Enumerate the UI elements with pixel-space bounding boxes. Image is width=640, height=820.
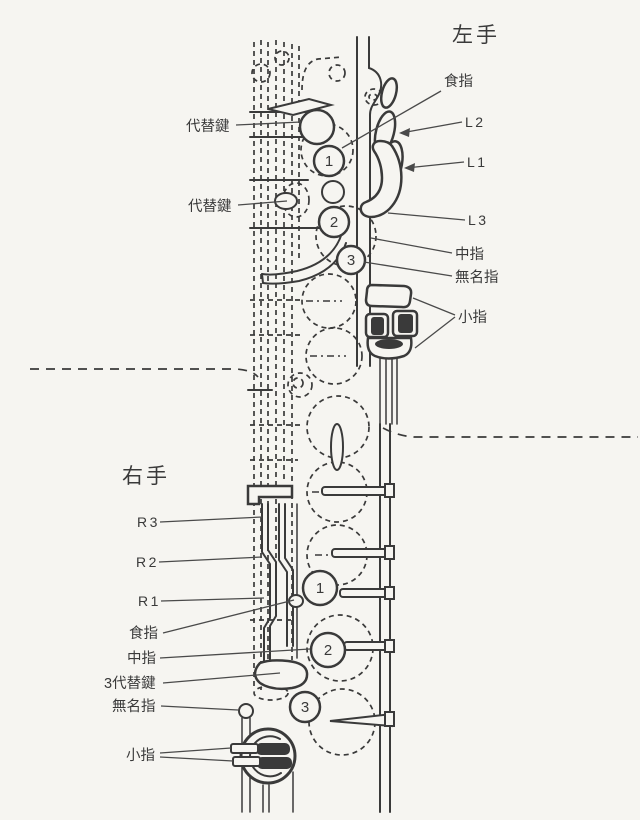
key-3-bottom-number: 3 xyxy=(301,699,309,716)
leader-r2 xyxy=(158,556,263,563)
upper-joint-tube xyxy=(301,36,384,367)
lower-joint-tube xyxy=(379,357,398,813)
label-l1: L1 xyxy=(467,154,488,170)
leader-l1-arrowhead xyxy=(404,163,415,172)
key-1-bottom: 1 xyxy=(301,569,339,607)
label-rh-middle: 中指 xyxy=(127,650,156,667)
label-lh-ring: 無名指 xyxy=(455,269,499,286)
key-2-bottom: 2 xyxy=(309,631,347,669)
labels: 左手 食指 L2 L1 L3 中指 無名指 小指 代替鍵 代替鍵 右手 R3 R… xyxy=(104,24,500,764)
key-3-top-number: 3 xyxy=(347,252,355,269)
label-lh-middle: 中指 xyxy=(455,246,484,263)
key-1-top-number: 1 xyxy=(325,153,333,170)
label-lh-index: 食指 xyxy=(444,73,473,90)
leader-rh-ring xyxy=(160,705,239,711)
label-rh-pinky: 小指 xyxy=(126,747,155,764)
label-r2: R2 xyxy=(136,554,159,570)
leader-alt-key-3 xyxy=(162,672,281,684)
leader-alt-key-2 xyxy=(237,200,288,206)
key-3-top: 3 xyxy=(335,244,367,276)
break-marks xyxy=(30,368,638,438)
label-lh-pinky: 小指 xyxy=(458,309,487,326)
right-hand-title: 右手 xyxy=(122,465,170,488)
label-r3: R3 xyxy=(137,514,160,530)
lh-side-keys xyxy=(359,77,404,219)
leader-lh-pinky-lower xyxy=(414,316,456,349)
numbered-keys-top: 1 2 3 xyxy=(312,144,367,276)
key-2-top-number: 2 xyxy=(330,214,338,231)
upper-keys xyxy=(261,97,347,285)
key-mechanism-rods xyxy=(247,40,331,690)
numbered-keys-bottom: 1 2 3 xyxy=(288,569,347,724)
leader-rh-pinky-upper xyxy=(159,747,232,754)
label-alt-key-2: 代替鍵 xyxy=(188,198,232,215)
leader-rh-middle xyxy=(159,648,311,659)
lh-pinky-key-cluster xyxy=(364,283,419,360)
rh-side-levers xyxy=(246,484,309,691)
leader-lh-ring xyxy=(363,261,453,277)
left-hand-title: 左手 xyxy=(452,24,500,47)
leader-l1 xyxy=(405,161,465,169)
trill-key-bars xyxy=(321,483,395,728)
label-l2: L2 xyxy=(465,114,486,130)
leader-alt-key-1 xyxy=(235,121,302,126)
leader-l2-arrowhead xyxy=(399,128,410,137)
key-2-top: 2 xyxy=(317,205,351,239)
leader-lh-index xyxy=(341,90,442,149)
key-2-bottom-number: 2 xyxy=(324,642,332,659)
leader-rh-pinky-lower xyxy=(159,756,234,762)
leader-lh-middle xyxy=(370,237,453,254)
leader-l2 xyxy=(400,121,463,134)
vent-key-pad xyxy=(330,423,344,471)
rh-pinky-key-cluster xyxy=(230,703,297,813)
leader-lh-pinky-upper xyxy=(412,297,456,316)
label-l3: L3 xyxy=(468,212,489,228)
label-rh-ring: 無名指 xyxy=(112,698,156,715)
leader-rh-index xyxy=(162,599,295,634)
leader-l3 xyxy=(387,212,466,221)
label-rh-index: 食指 xyxy=(129,625,158,642)
key-1-bottom-number: 1 xyxy=(316,580,324,597)
key-3-bottom: 3 xyxy=(288,690,322,724)
leader-lines xyxy=(158,90,466,762)
label-alt-key-3: 3代替鍵 xyxy=(104,675,156,692)
leader-r1 xyxy=(160,597,265,602)
leader-r3 xyxy=(159,516,263,523)
key-1-top: 1 xyxy=(312,144,346,178)
label-alt-key-1: 代替鍵 xyxy=(186,118,230,135)
label-r1: R1 xyxy=(138,593,161,609)
